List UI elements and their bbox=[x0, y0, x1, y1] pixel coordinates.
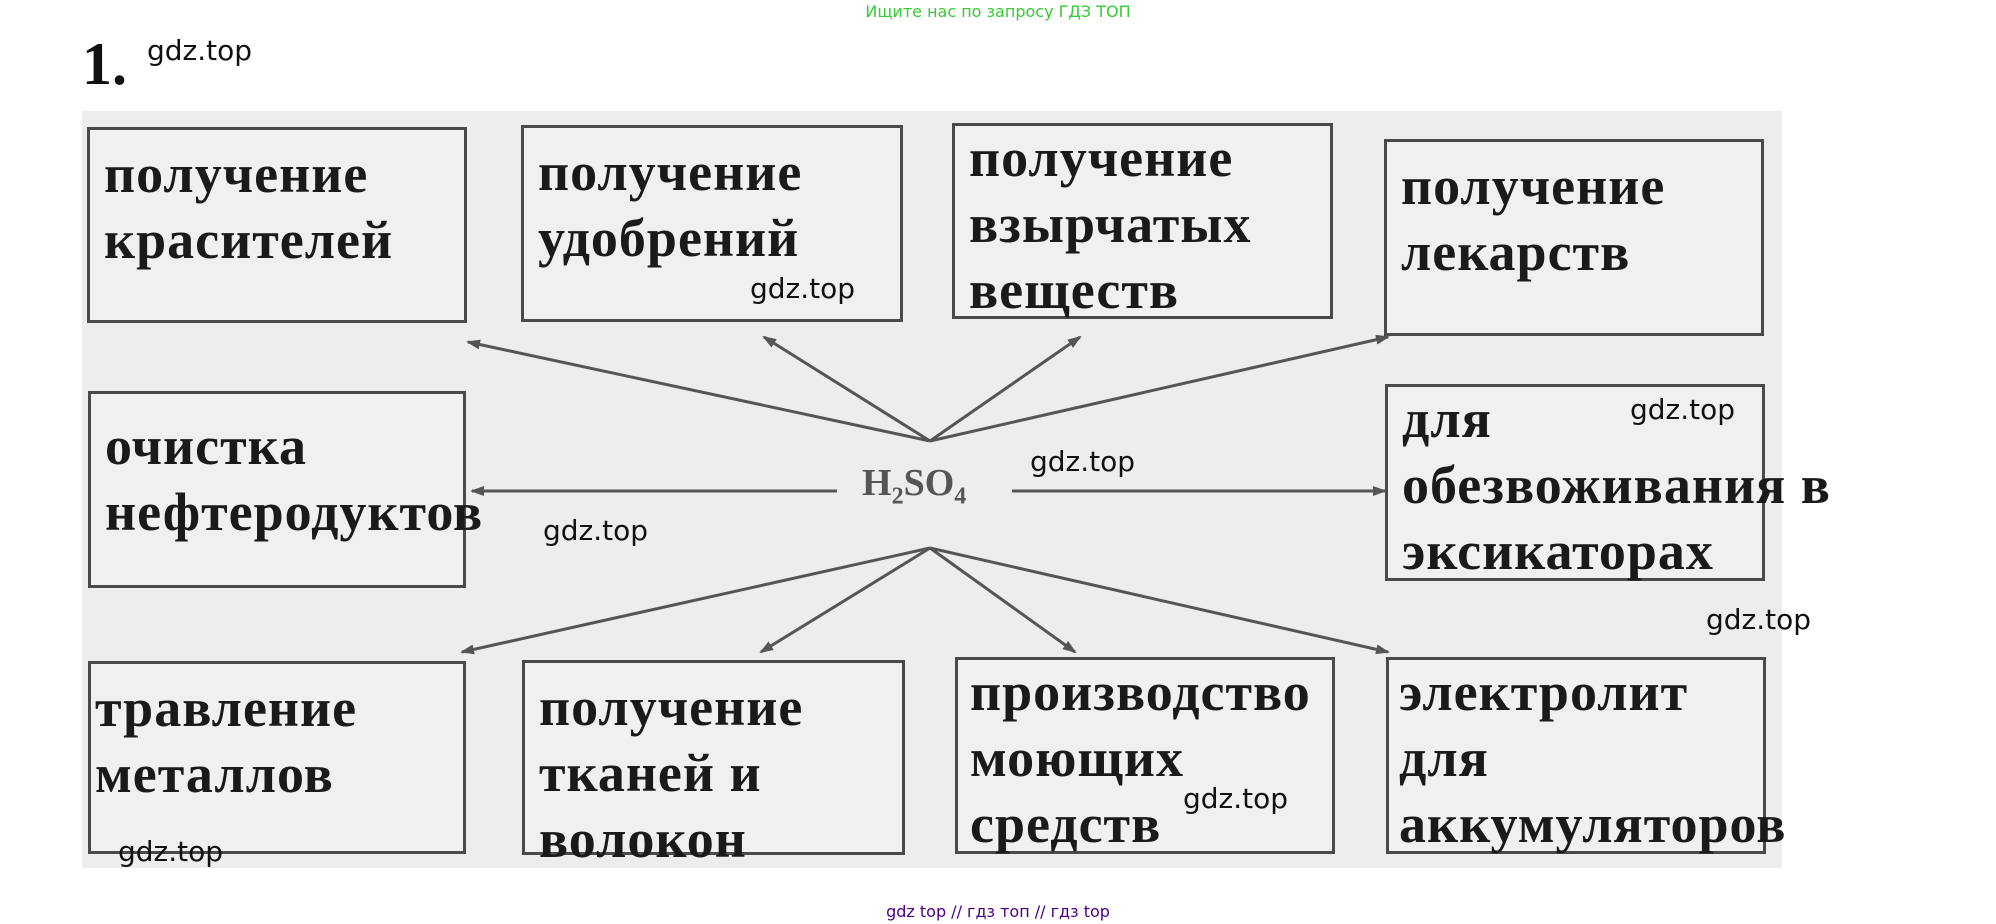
node-fertilizers: получение удобрений bbox=[521, 125, 903, 322]
node-medicines: получение лекарств bbox=[1384, 139, 1764, 336]
watermark: gdz.top bbox=[118, 835, 224, 868]
formula-so: SO bbox=[903, 462, 955, 504]
task-number: 1. bbox=[82, 31, 127, 97]
node-fabrics-fibers: получение тканей и волокон bbox=[522, 660, 905, 869]
node-desiccators: для обезвоживания в эксикаторах bbox=[1385, 384, 1830, 581]
diagram-image: H2SO4 получение красителей получение удо… bbox=[82, 111, 1830, 869]
arrow-to-top-3 bbox=[929, 335, 1082, 443]
formula-sub-2: 2 bbox=[891, 483, 904, 510]
arrow-to-top-1 bbox=[466, 339, 931, 443]
watermark: gdz.top bbox=[1030, 445, 1136, 478]
watermark: gdz.top bbox=[543, 514, 649, 547]
node-battery-electrolyte: электролит для аккумуляторов bbox=[1386, 657, 1785, 854]
watermark: gdz.top bbox=[1706, 603, 1812, 636]
footer-links[interactable]: gdz top // гдз топ // гдз top bbox=[886, 902, 1110, 921]
node-oil-purification: очистка нефтеродуктов bbox=[88, 391, 482, 588]
watermark: gdz.top bbox=[1183, 782, 1289, 815]
node-explosives: получение взырчатых веществ bbox=[952, 123, 1333, 320]
watermark: gdz.top bbox=[750, 272, 856, 305]
arrow-to-bottom-2 bbox=[759, 546, 931, 654]
arrow-to-top-4 bbox=[929, 334, 1390, 443]
arrows-layer bbox=[460, 334, 1390, 655]
node-dyes: получение красителей bbox=[87, 127, 467, 323]
arrow-to-bottom-3 bbox=[929, 546, 1077, 654]
node-metal-etching: травление металлов bbox=[88, 661, 466, 854]
arrow-to-bottom-4 bbox=[929, 546, 1390, 655]
watermark: gdz.top bbox=[147, 34, 253, 67]
top-banner[interactable]: Ищите нас по запросу ГДЗ ТОП bbox=[865, 2, 1131, 21]
formula-h: H bbox=[862, 462, 892, 504]
arrow-to-top-2 bbox=[762, 335, 931, 443]
watermark: gdz.top bbox=[1630, 393, 1736, 426]
node-detergents: производство моющих средств bbox=[955, 657, 1335, 854]
formula-sub-4: 4 bbox=[954, 483, 967, 510]
arrow-to-bottom-1 bbox=[460, 546, 931, 655]
h2so4-label: H2SO4 bbox=[852, 461, 977, 511]
